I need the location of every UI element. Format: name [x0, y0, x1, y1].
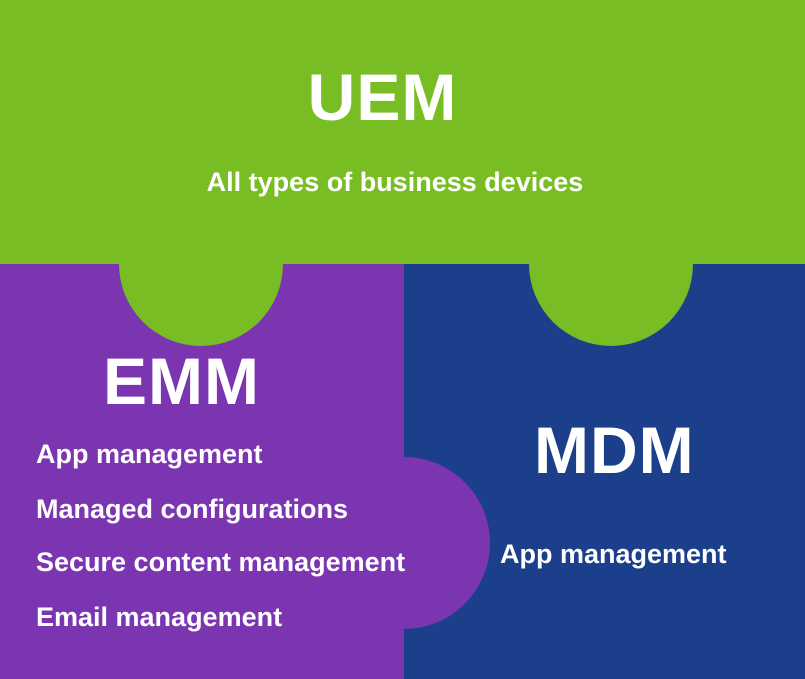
- uem-subtitle: All types of business devices: [206, 167, 584, 197]
- emm-item-managed-configurations: Managed configurations: [36, 494, 349, 524]
- mdm-item-app-management: App management: [500, 539, 727, 569]
- uem-title: UEM: [307, 60, 458, 134]
- mdm-title: MDM: [534, 413, 695, 487]
- emm-title: EMM: [103, 344, 260, 418]
- emm-item-email-management: Email management: [36, 602, 283, 632]
- emm-item-app-management: App management: [36, 439, 263, 469]
- emm-item-secure-content-management: Secure content management: [36, 547, 406, 577]
- emm-piece: [0, 264, 490, 679]
- uem-piece: [0, 0, 805, 346]
